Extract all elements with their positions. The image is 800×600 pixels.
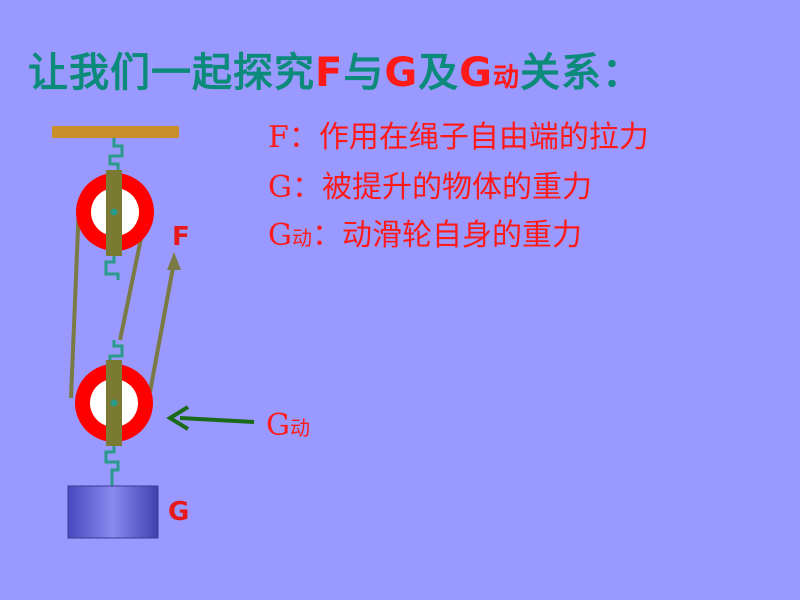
title-f: F — [315, 50, 344, 96]
fixed-pulley-axle — [110, 208, 118, 216]
title-g: G — [384, 50, 419, 96]
rope-left — [69, 204, 81, 399]
label-g-dong-symbol: G — [266, 408, 290, 443]
title-text: 让我们一起探究 — [28, 50, 315, 96]
definition-symbol: F — [268, 120, 289, 155]
label-f: F — [172, 222, 190, 252]
title-g-dong-sub: 动 — [493, 63, 521, 93]
title-and-2: 及 — [418, 50, 460, 96]
top-hook — [108, 138, 124, 170]
title-relation: 关系： — [520, 50, 644, 96]
definition-symbol: G — [268, 170, 292, 205]
fixed-pulley-lower-hook — [104, 256, 120, 280]
g-dong-arrow-shaft — [179, 416, 255, 424]
title-and-1: 与 — [343, 50, 385, 96]
definition-g: G：被提升的物体的重力 — [268, 162, 592, 206]
movable-pulley-upper-hook — [108, 340, 124, 362]
movable-pulley-lower-hook — [104, 446, 120, 486]
definition-f: F：作用在绳子自由端的拉力 — [268, 112, 649, 156]
title-g-dong: G — [459, 50, 494, 96]
pull-arrow-head — [167, 252, 181, 270]
rope-free-end — [148, 261, 176, 393]
label-g-dong-sub: 动 — [289, 416, 310, 440]
weight-block — [67, 485, 159, 539]
definition-g-dong: G动：动滑轮自身的重力 — [268, 210, 582, 254]
movable-pulley-axle — [110, 399, 118, 407]
rope-middle — [118, 223, 146, 341]
g-dong-arrow-head — [166, 405, 190, 431]
definition-text: ：作用在绳子自由端的拉力 — [288, 120, 649, 155]
label-g-dong: G动 — [266, 408, 310, 443]
definition-sub: 动 — [291, 226, 312, 250]
definition-symbol: G — [268, 218, 292, 253]
definition-text: ：动滑轮自身的重力 — [311, 218, 582, 253]
page-title: 让我们一起探究F与G及G动关系： — [28, 40, 643, 98]
definition-text: ：被提升的物体的重力 — [291, 170, 592, 205]
label-g: G — [168, 497, 190, 527]
ceiling-beam — [52, 126, 179, 138]
